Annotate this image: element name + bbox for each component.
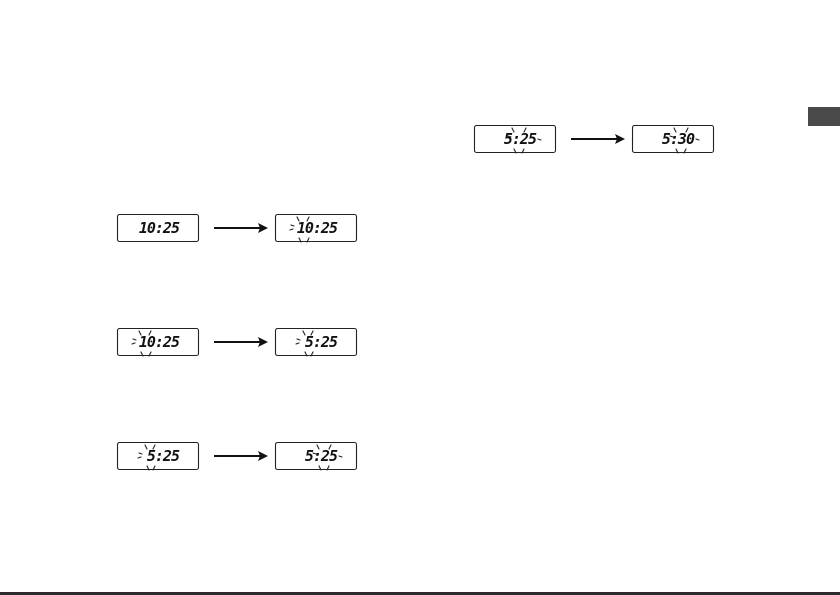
lcd-display-after: 5:30 [632, 125, 714, 153]
lcd-time-text: 5:25 [305, 333, 338, 351]
lcd-display-after: 10:25 [275, 214, 357, 242]
lcd-time-text: 10:25 [297, 219, 338, 237]
transition-arrow [571, 131, 625, 147]
lcd-time-text: 10:25 [139, 219, 180, 237]
lcd-time-text: 5:25 [147, 447, 180, 465]
lcd-display-before: 10:25 [117, 328, 199, 356]
display-step-2: 10:25 5:25 [117, 328, 357, 368]
lcd-display-before: 5:25 [117, 442, 199, 470]
display-step-3: 5:25 5:25 [117, 442, 357, 482]
lcd-time-text: 5:25 [305, 447, 338, 465]
lcd-time-text: 10:25 [139, 333, 180, 351]
display-step-1: 10:25 10:25 [117, 214, 357, 254]
transition-arrow [214, 448, 268, 464]
lcd-display-before: 5:25 [474, 125, 556, 153]
section-tab-marker [808, 107, 840, 126]
lcd-display-before: 10:25 [117, 214, 199, 242]
lcd-time-text: 5:30 [662, 130, 695, 148]
lcd-time-text: 5:25 [504, 130, 537, 148]
lcd-display-after: 5:25 [275, 442, 357, 470]
transition-arrow [214, 334, 268, 350]
display-step-4: 5:25 5:30 [474, 125, 714, 165]
lcd-display-after: 5:25 [275, 328, 357, 356]
transition-arrow [214, 220, 268, 236]
